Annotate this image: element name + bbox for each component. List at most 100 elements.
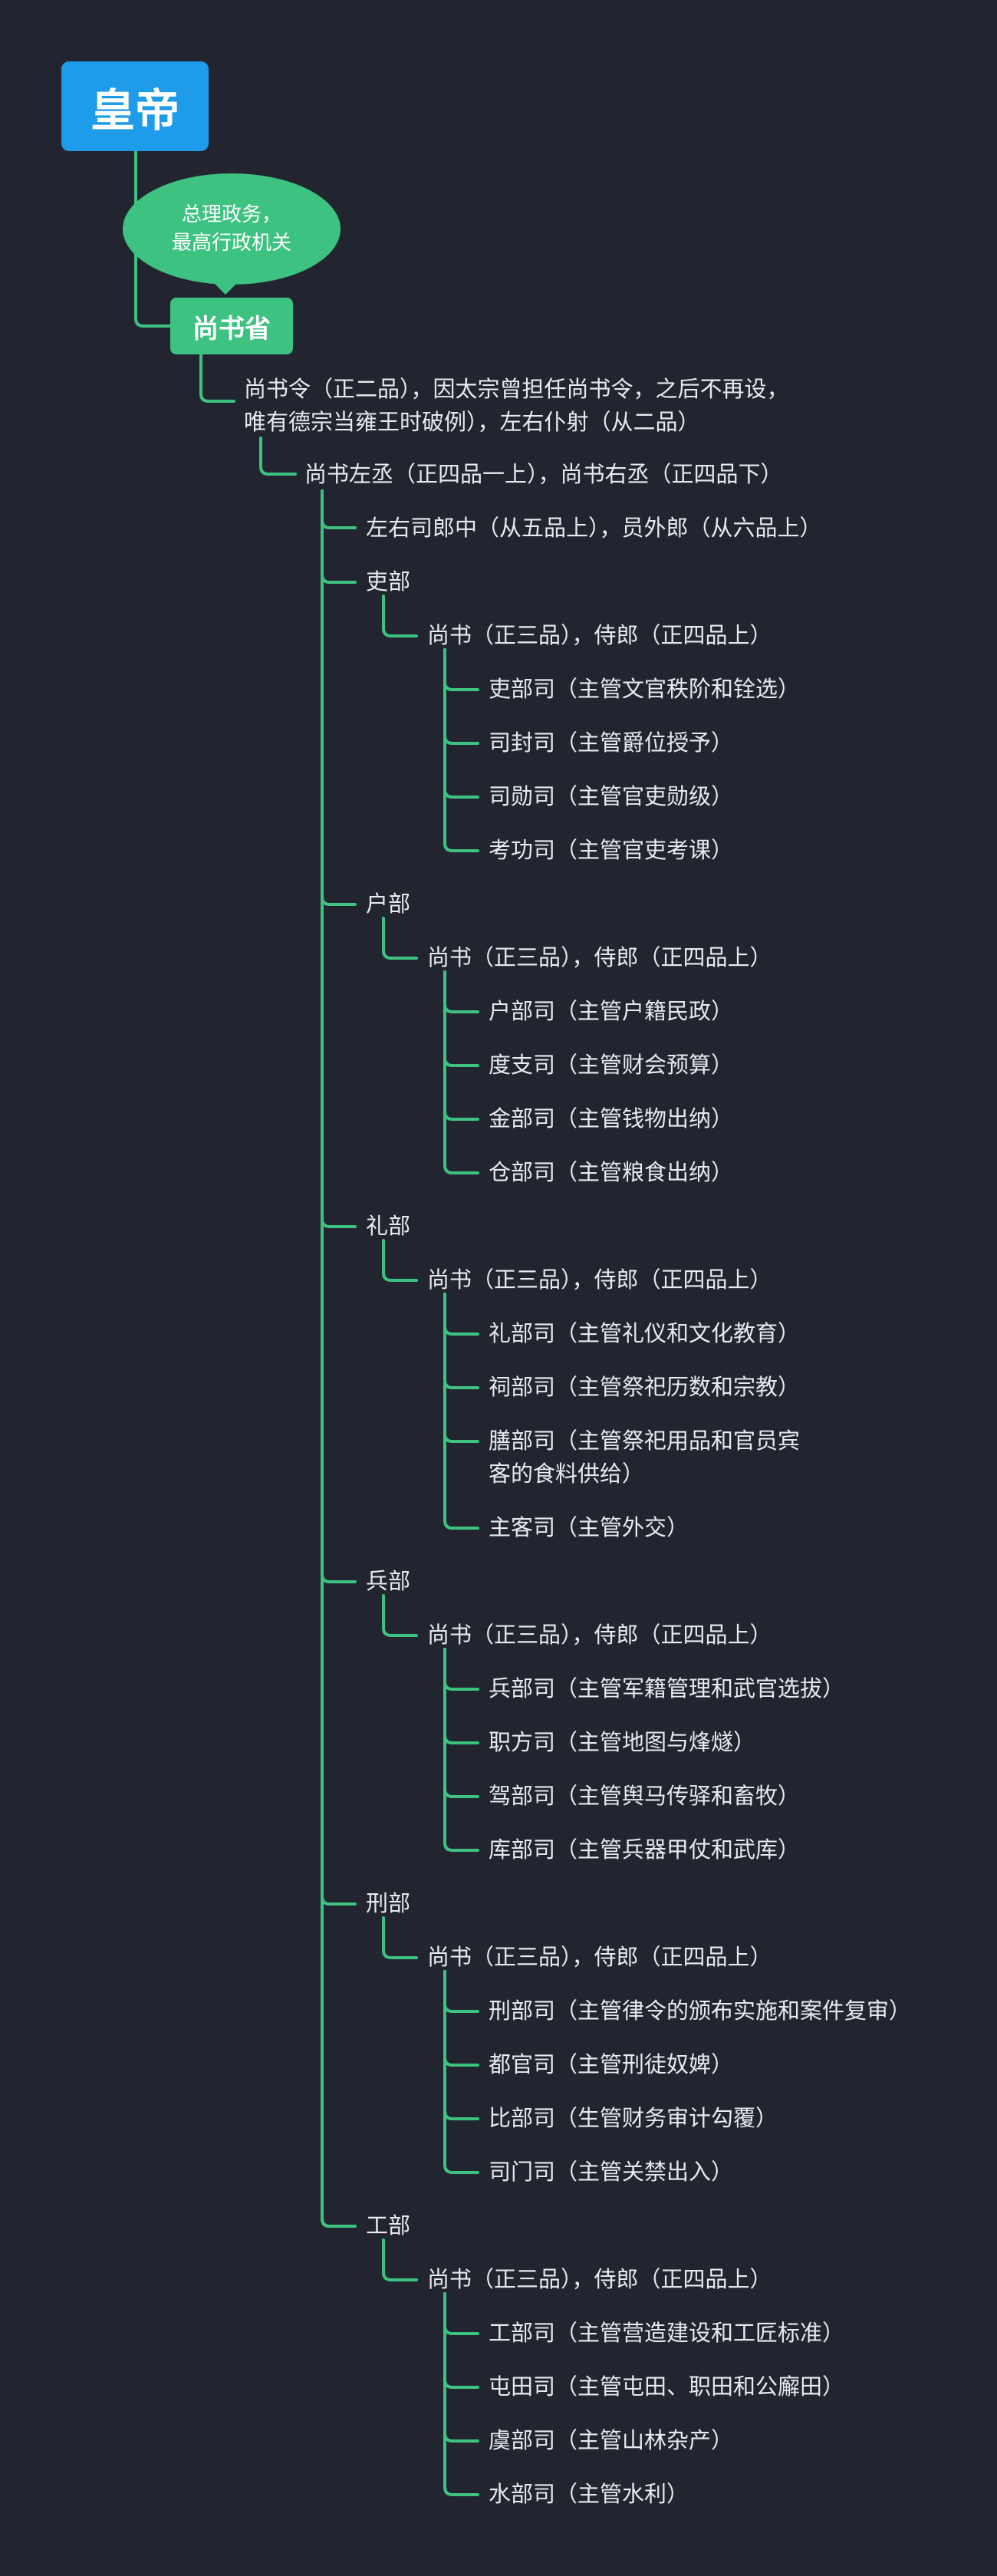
connector-trunk <box>321 489 357 2228</box>
connector-minister <box>382 1916 418 1959</box>
connector-ministry <box>321 489 357 2228</box>
minister-node[interactable]: 尚书（正三品），侍郎（正四品上） <box>427 1267 772 1293</box>
bureau-line: 度支司（主管财会预算） <box>489 1052 734 1078</box>
bureau-zhifang-si[interactable]: 职方司（主管地图与烽燧） <box>489 1726 755 1759</box>
connector-bureau <box>443 1648 479 1798</box>
bureau-line: 金部司（主管钱物出纳） <box>489 1105 734 1132</box>
bureau-line: 工部司（主管营造建设和工匠标准） <box>489 2320 845 2346</box>
ministry-rites[interactable]: 礼部 <box>366 1213 411 1239</box>
bureau-yubu-si[interactable]: 虞部司（主管山林杂产） <box>489 2424 733 2457</box>
connector-bureau <box>443 2292 479 2335</box>
connector-ministry <box>321 489 357 1906</box>
connector-cheng <box>259 436 297 476</box>
connector-bureau <box>443 1648 479 1744</box>
node-zuoyou-si-langzhong[interactable]: 左右司郎中（从五品上），员外郎（从六品上） <box>366 515 822 541</box>
node-shangshuling[interactable]: 尚书令（正二品），因太宗曾担任尚书令，之后不再设， 唯有德宗当雍王时破例），左右… <box>244 373 789 439</box>
bureau-tuntian-si[interactable]: 屯田司（主管屯田、职田和公廨田） <box>489 2370 844 2403</box>
connector-bureau <box>443 970 479 1174</box>
bureau-line: 吏部司（主管文官秩阶和铨选） <box>489 676 801 702</box>
connector-bureau <box>443 970 479 1121</box>
bureau-zhuke-si[interactable]: 主客司（主管外交） <box>489 1511 689 1544</box>
callout-line-1: 总理政务， <box>181 203 281 226</box>
connector-bureau <box>443 1970 479 2067</box>
bureau-bingbu-si[interactable]: 兵部司（主管军籍管理和武官选拔） <box>489 1672 844 1705</box>
ministry-revenue[interactable]: 户部 <box>366 891 411 917</box>
secretariat-node[interactable]: 尚书省 <box>170 298 293 354</box>
bureau-kaogong-si[interactable]: 考功司（主管官吏考课） <box>489 834 733 867</box>
ministry-justice[interactable]: 刑部 <box>366 1890 411 1916</box>
connector-minister <box>382 1594 418 1637</box>
bureau-sifeng-si[interactable]: 司封司（主管爵位授予） <box>489 726 733 759</box>
bureau-jiabu-si[interactable]: 驾部司（主管舆马传驿和畜牧） <box>489 1780 800 1813</box>
bureau-line: 兵部司（主管军籍管理和武官选拔） <box>489 1675 845 1701</box>
bureau-line: 刑部司（主管律令的颁布实施和案件复审） <box>489 1998 912 2024</box>
bureau-cangbu-si[interactable]: 仓部司（主管粮食出纳） <box>489 1156 733 1189</box>
connector-langzhong <box>321 489 357 529</box>
node-line: 尚书令（正二品），因太宗曾担任尚书令，之后不再设， <box>244 376 789 402</box>
connector-bureau <box>443 1293 479 1389</box>
minister-node[interactable]: 尚书（正三品），侍郎（正四品上） <box>427 1622 772 1648</box>
connector-minister <box>382 1239 418 1282</box>
connector-ministry <box>321 489 357 584</box>
bureau-duzhi-si[interactable]: 度支司（主管财会预算） <box>489 1049 733 1082</box>
bureau-line: 比部司（生管财务审计勾覆） <box>489 2105 778 2131</box>
connector-bureau <box>443 1293 479 1336</box>
bureau-line: 仓部司（主管粮食出纳） <box>489 1159 734 1185</box>
bureau-xingbu-si[interactable]: 刑部司（主管律令的颁布实施和案件复审） <box>489 1995 911 2028</box>
root-node-emperor[interactable]: 皇帝 <box>61 61 209 151</box>
bureau-duguan-si[interactable]: 都官司（主管刑徒奴婢） <box>489 2048 733 2081</box>
bureau-kubu-si[interactable]: 库部司（主管兵器甲仗和武库） <box>489 1833 800 1866</box>
bureau-line: 都官司（主管刑徒奴婢） <box>489 2051 734 2077</box>
node-zuoyou-cheng[interactable]: 尚书左丞（正四品一上），尚书右丞（正四品下） <box>304 461 783 487</box>
bureau-line: 司勋司（主管官吏勋级） <box>489 783 734 809</box>
connector-bureau <box>443 1293 479 1530</box>
bureau-line: 礼部司（主管礼仪和文化教育） <box>489 1320 801 1346</box>
bureau-line: 祠部司（主管祭祀历数和宗教） <box>489 1374 801 1400</box>
bureau-simen-si[interactable]: 司门司（主管关禁出入） <box>489 2156 733 2189</box>
bureau-line: 客的食料供给） <box>489 1461 645 1487</box>
node-line: 唯有德宗当雍王时破例），左右仆射（从二品） <box>244 409 700 435</box>
ministry-personnel[interactable]: 吏部 <box>366 568 411 595</box>
minister-node[interactable]: 尚书（正三品），侍郎（正四品上） <box>427 2266 772 2292</box>
bureau-line: 户部司（主管户籍民政） <box>489 998 734 1024</box>
bureau-shanbu-si[interactable]: 膳部司（主管祭祀用品和官员宾客的食料供给） <box>489 1425 800 1491</box>
connector-bureau <box>443 1970 479 2013</box>
bureau-bibu-si[interactable]: 比部司（生管财务审计勾覆） <box>489 2102 778 2135</box>
connector-bureau <box>443 1648 479 1691</box>
connector-bureau <box>443 2292 479 2496</box>
connector-bureau <box>443 2292 479 2443</box>
connector-bureau <box>443 1293 479 1443</box>
connector-ministry <box>321 489 357 906</box>
connector-ministry <box>321 489 357 1583</box>
bureau-hubu-si[interactable]: 户部司（主管户籍民政） <box>489 995 733 1028</box>
bureau-libu2-si[interactable]: 礼部司（主管礼仪和文化教育） <box>489 1317 800 1350</box>
bureau-line: 考功司（主管官吏考课） <box>489 837 734 863</box>
connector-bureau <box>443 1648 479 1852</box>
connector-bureau <box>443 2292 479 2389</box>
bureau-line: 驾部司（主管舆马传驿和畜牧） <box>489 1783 801 1809</box>
connector-bureau <box>443 648 479 691</box>
connector-bureau <box>443 970 479 1067</box>
minister-node[interactable]: 尚书（正三品），侍郎（正四品上） <box>427 1944 772 1970</box>
bureau-line: 职方司（主管地图与烽燧） <box>489 1729 756 1755</box>
connector-bureau <box>443 648 479 799</box>
bureau-gongbu-si[interactable]: 工部司（主管营造建设和工匠标准） <box>489 2317 844 2350</box>
connector-minister <box>382 595 418 637</box>
callout-tail <box>209 278 242 295</box>
bureau-line: 主客司（主管外交） <box>489 1514 689 1540</box>
minister-node[interactable]: 尚书（正三品），侍郎（正四品上） <box>427 622 772 648</box>
bureau-cibu-si[interactable]: 祠部司（主管祭祀历数和宗教） <box>489 1371 800 1404</box>
connector-bureau <box>443 1970 479 2120</box>
minister-node[interactable]: 尚书（正三品），侍郎（正四品上） <box>427 944 772 970</box>
bureau-jinbu-si[interactable]: 金部司（主管钱物出纳） <box>489 1102 733 1135</box>
bureau-libu-si[interactable]: 吏部司（主管文官秩阶和铨选） <box>489 673 800 706</box>
ministry-war[interactable]: 兵部 <box>366 1568 411 1594</box>
bureau-shuibu-si[interactable]: 水部司（主管水利） <box>489 2478 689 2511</box>
connector-minister <box>382 917 418 960</box>
ministry-works[interactable]: 工部 <box>366 2212 411 2238</box>
connector-ministry <box>321 489 357 1228</box>
bureau-line: 司门司（主管关禁出入） <box>489 2159 734 2185</box>
bureau-sixun-si[interactable]: 司勋司（主管官吏勋级） <box>489 780 733 813</box>
connector-root <box>134 150 172 328</box>
